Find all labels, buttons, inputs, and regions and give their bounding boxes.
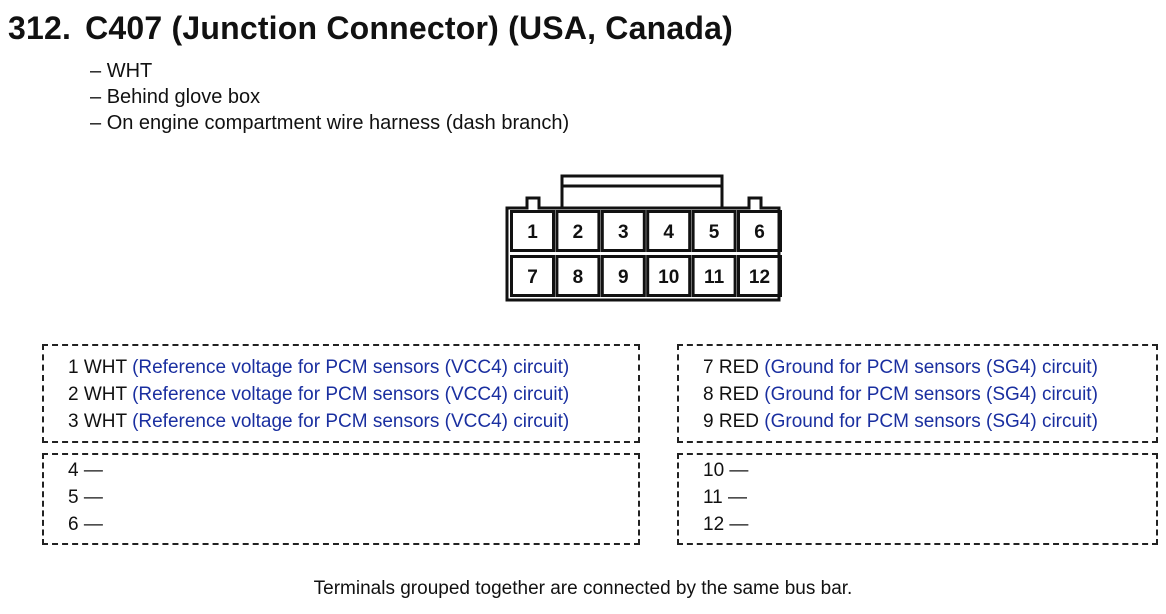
pin-row-3: 3 WHT (Reference voltage for PCM sensors… (68, 408, 638, 435)
terminal-cell (510, 255, 555, 297)
bus-group-10-12: 10 — 11 — 12 — (677, 453, 1158, 545)
terminal-number: 1 (527, 222, 538, 243)
terminal-number: 3 (618, 222, 629, 243)
wire-color: — (728, 487, 748, 508)
pin-row-8: 8 RED (Ground for PCM sensors (SG4) circ… (703, 381, 1156, 408)
terminal-cell (555, 255, 601, 297)
circuit-description: (Ground for PCM sensors (SG4) circuit) (764, 357, 1098, 378)
pin-number: 8 (703, 384, 714, 405)
circuit-description: (Reference voltage for PCM sensors (VCC4… (132, 357, 570, 378)
wire-color: RED (718, 384, 759, 405)
wire-color: RED (718, 357, 759, 378)
terminal-cell (646, 255, 692, 297)
terminal-cell (600, 210, 646, 252)
pin-number: 11 (703, 487, 723, 508)
section-number: 312. (8, 10, 72, 46)
wire-color: — (83, 460, 103, 481)
terminal-cell (510, 210, 555, 252)
terminal-cell (555, 210, 601, 252)
terminal-number: 4 (663, 222, 674, 243)
circuit-description: (Ground for PCM sensors (SG4) circuit) (764, 384, 1098, 405)
wire-color: — (83, 514, 103, 535)
bus-group-7-9: 7 RED (Ground for PCM sensors (SG4) circ… (677, 344, 1158, 443)
pin-row-9: 9 RED (Ground for PCM sensors (SG4) circ… (703, 408, 1156, 435)
bus-group-1-3: 1 WHT (Reference voltage for PCM sensors… (42, 344, 640, 443)
pin-number: 9 (703, 411, 714, 432)
terminal-cell (737, 255, 782, 297)
terminal-cell (691, 210, 737, 252)
pin-number: 12 (703, 514, 725, 535)
connector-body (505, 196, 781, 302)
terminal-number: 2 (573, 222, 584, 243)
pin-row-12: 12 — (703, 511, 1156, 538)
note-harness: On engine compartment wire harness (dash… (90, 110, 569, 136)
pin-number: 3 (68, 411, 79, 432)
page-title: 312. C407 (Junction Connector) (USA, Cana… (8, 10, 733, 47)
note-location: Behind glove box (90, 84, 569, 110)
terminal-number: 11 (704, 267, 725, 288)
terminal-number: 7 (527, 267, 538, 288)
wire-color: WHT (83, 411, 127, 432)
pin-row-1: 1 WHT (Reference voltage for PCM sensors… (68, 354, 638, 381)
circuit-description: (Ground for PCM sensors (SG4) circuit) (764, 411, 1098, 432)
terminal-number: 9 (618, 267, 629, 288)
terminal-number: 12 (749, 267, 770, 288)
pin-number: 2 (68, 384, 79, 405)
wire-color: — (729, 460, 749, 481)
title-text: C407 (Junction Connector) (USA, Canada) (85, 10, 733, 46)
wire-color: — (83, 487, 103, 508)
pin-number: 1 (68, 357, 79, 378)
pin-number: 4 (68, 460, 79, 481)
bus-group-4-6: 4 — 5 — 6 — (42, 453, 640, 545)
terminal-number: 6 (754, 222, 765, 243)
pin-number: 7 (703, 357, 714, 378)
terminal-cell (600, 255, 646, 297)
wire-color: WHT (83, 357, 127, 378)
wire-color: — (729, 514, 749, 535)
terminal-number: 10 (658, 267, 679, 288)
wire-color: RED (718, 411, 759, 432)
connector-notes: WHT Behind glove box On engine compartme… (90, 58, 569, 136)
terminal-cell (691, 255, 737, 297)
pin-row-6: 6 — (68, 511, 638, 538)
pin-row-2: 2 WHT (Reference voltage for PCM sensors… (68, 381, 638, 408)
terminal-cell (737, 210, 782, 252)
circuit-description: (Reference voltage for PCM sensors (VCC4… (132, 384, 570, 405)
pin-row-10: 10 — (703, 457, 1156, 484)
wire-color: WHT (83, 384, 127, 405)
pin-row-4: 4 — (68, 457, 638, 484)
pin-row-7: 7 RED (Ground for PCM sensors (SG4) circ… (703, 354, 1156, 381)
pin-row-5: 5 — (68, 484, 638, 511)
terminal-number: 8 (573, 267, 584, 288)
terminal-cell (646, 210, 692, 252)
pin-number: 6 (68, 514, 79, 535)
connector-lock-outer (560, 174, 724, 208)
pin-number: 5 (68, 487, 79, 508)
terminal-number: 5 (709, 222, 720, 243)
note-color: WHT (90, 58, 569, 84)
pin-row-11: 11 — (703, 484, 1156, 511)
footer-note: Terminals grouped together are connected… (313, 578, 853, 599)
pin-number: 10 (703, 460, 725, 481)
circuit-description: (Reference voltage for PCM sensors (VCC4… (132, 411, 570, 432)
